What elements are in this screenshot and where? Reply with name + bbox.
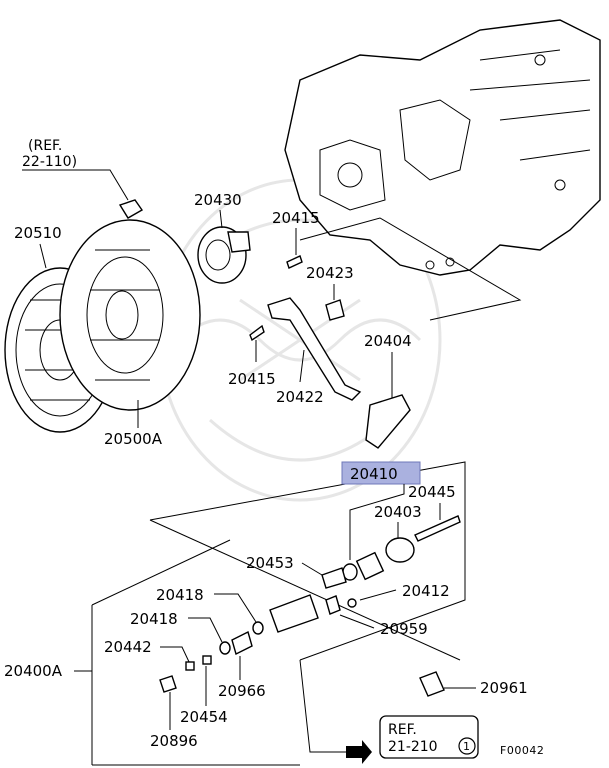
label-20510: 20510 <box>14 224 62 242</box>
label-20422: 20422 <box>276 388 324 406</box>
boot-20404 <box>365 394 411 449</box>
frame-housing-link <box>299 217 522 321</box>
boot-20403 <box>385 537 415 563</box>
frame-diagonal <box>149 519 461 661</box>
highlight-20410 <box>341 461 421 485</box>
label-20442: 20442 <box>104 638 152 656</box>
clip-20415-lower <box>249 324 265 342</box>
label-20966: 20966 <box>218 682 266 700</box>
figure-code: F00042 <box>500 744 544 757</box>
ref-21-210-box <box>379 715 479 759</box>
transmission-housing <box>284 19 601 276</box>
ref-circle-icon <box>458 737 476 755</box>
release-fork-20422 <box>267 297 362 401</box>
label-20418-lower: 20418 <box>130 610 178 628</box>
clip-20415-upper <box>286 255 303 269</box>
ref-21-210-leader <box>299 659 348 753</box>
label-20400A: 20400A <box>4 662 63 680</box>
arrow-icon <box>346 740 372 764</box>
label-20430: 20430 <box>194 191 242 209</box>
label-20445: 20445 <box>408 483 456 501</box>
label-20454: 20454 <box>180 708 228 726</box>
clip-20442 <box>185 661 195 671</box>
label-20404: 20404 <box>364 332 412 350</box>
label-20500A: 20500A <box>104 430 163 448</box>
bolt-20961 <box>419 671 445 697</box>
label-20453: 20453 <box>246 554 294 572</box>
ref-21-210-line1: REF. <box>388 722 417 738</box>
ref-22-110-line2: 22-110) <box>22 154 77 170</box>
release-bearing-20430 <box>197 226 251 284</box>
clip-20454 <box>202 655 212 665</box>
frame-upper-assembly <box>149 461 466 661</box>
ref-22-110-leader <box>22 169 129 201</box>
leader-20430 <box>219 209 223 229</box>
bleeder-screw <box>325 595 341 615</box>
bleeder-20412 <box>347 598 357 608</box>
leader-20453 <box>301 562 323 576</box>
leader-20422 <box>299 349 305 383</box>
bolt-20896 <box>159 675 177 693</box>
push-rod-20445 <box>414 515 461 542</box>
label-20403: 20403 <box>374 503 422 521</box>
leader-20418-upper <box>214 593 257 623</box>
leader-20418-lower <box>188 617 223 643</box>
label-20415-lower: 20415 <box>228 370 276 388</box>
ref-circle-number: 1 <box>463 740 471 753</box>
small-plug-part <box>118 199 144 219</box>
ref-21-210-line2: 21-210 <box>388 739 438 755</box>
piston-part <box>355 551 385 581</box>
gasket-20418-upper <box>252 621 264 635</box>
pivot-bolt-20423 <box>325 299 345 321</box>
ref-22-110-line1: (REF. <box>28 138 62 154</box>
label-20961: 20961 <box>480 679 528 697</box>
gasket-20418-lower <box>219 641 231 655</box>
label-20412: 20412 <box>402 582 450 600</box>
frame-lower-assembly <box>91 539 300 766</box>
spring-20453 <box>321 567 347 589</box>
leader-20410 <box>349 484 405 560</box>
label-20410: 20410 <box>350 465 398 483</box>
pressure-plate-20500A <box>59 219 201 411</box>
union-fitting <box>231 630 253 656</box>
label-20415-upper: 20415 <box>272 209 320 227</box>
label-20959: 20959 <box>380 620 428 638</box>
leader-20959 <box>339 614 375 629</box>
leader-20442 <box>160 646 191 665</box>
label-20896: 20896 <box>150 732 198 750</box>
slave-cylinder-body <box>269 594 319 633</box>
leader-20412 <box>359 589 397 601</box>
label-20423: 20423 <box>306 264 354 282</box>
leader-20510 <box>39 243 47 269</box>
label-20418-upper: 20418 <box>156 586 204 604</box>
